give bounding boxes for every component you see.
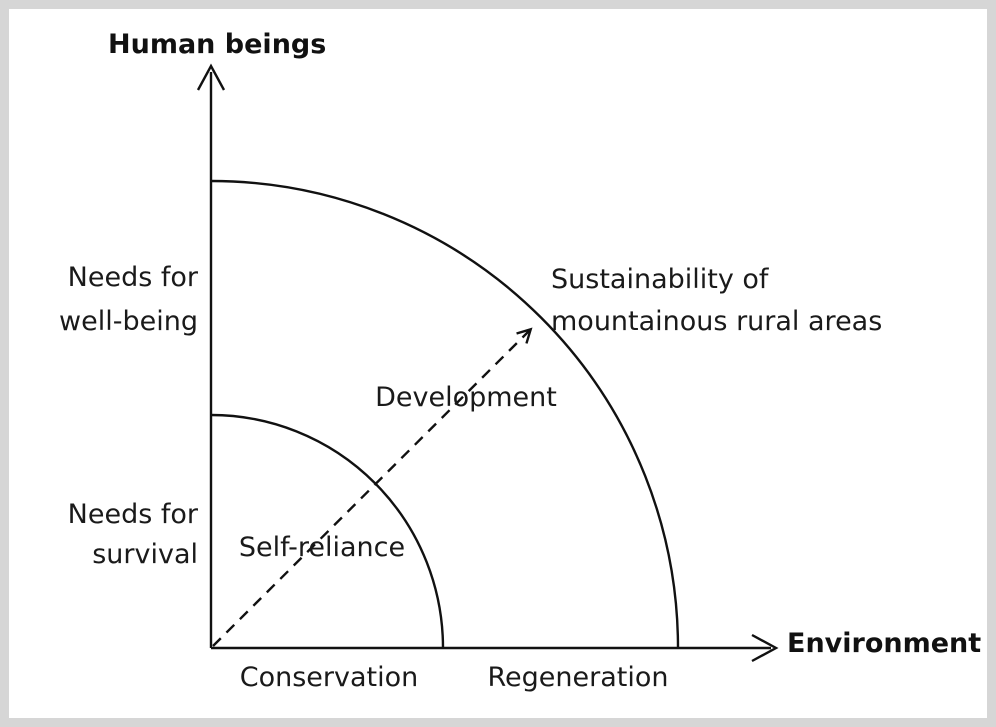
x-level-outer: Regeneration (488, 662, 669, 693)
y-axis-title: Human beings (108, 29, 326, 60)
y-level-upper-line1: Needs for (68, 262, 199, 293)
region-inner-label: Self-reliance (239, 532, 405, 563)
y-level-upper-line2: well-being (59, 306, 198, 337)
development-label: Development (375, 382, 557, 413)
region-outer-line2: mountainous rural areas (551, 306, 882, 337)
development-arrow (212, 327, 533, 647)
y-axis-arrowhead-icon (196, 63, 226, 91)
x-level-inner: Conservation (240, 662, 419, 693)
x-axis-arrowhead-icon (751, 633, 779, 663)
y-level-lower-line2: survival (92, 539, 198, 570)
y-level-lower-line1: Needs for (68, 499, 199, 530)
region-outer-line1: Sustainability of (551, 264, 770, 295)
outer-arc (210, 179, 680, 649)
x-axis-title: Environment (787, 628, 981, 659)
x-axis (211, 633, 779, 663)
y-axis (196, 63, 226, 648)
